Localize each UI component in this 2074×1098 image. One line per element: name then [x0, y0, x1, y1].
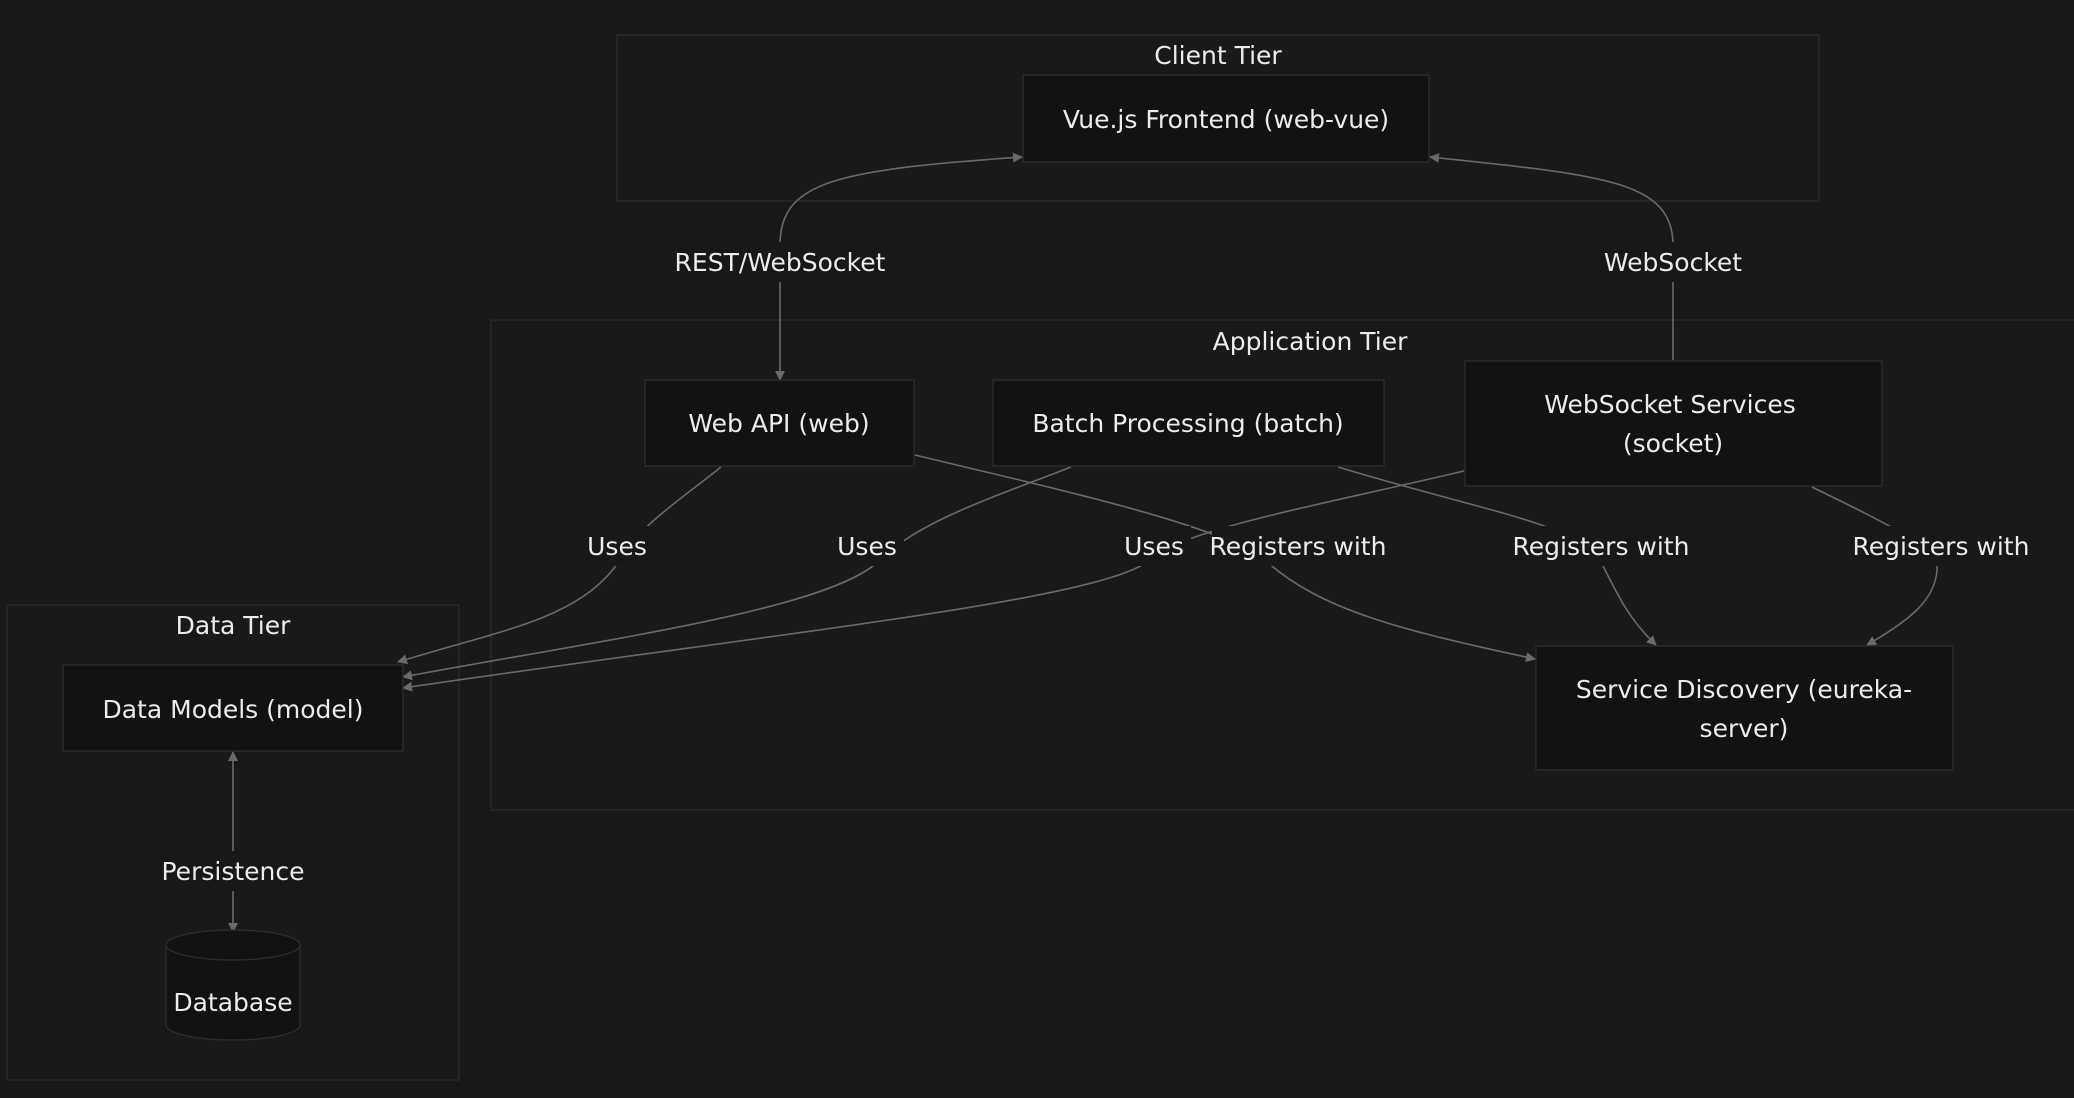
edge-label-socket-uses: Uses	[1117, 526, 1191, 566]
node-service-discovery[interactable]: Service Discovery (eureka- server)	[1535, 645, 1954, 771]
edge-web-to-vue	[775, 152, 1023, 381]
edge-label-rest-websocket: REST/WebSocket	[672, 242, 888, 282]
svg-text:Uses: Uses	[587, 532, 647, 561]
database-cylinder-rim	[165, 944, 301, 961]
cluster-client-tier-title: Client Tier	[1154, 41, 1282, 70]
edge-label-batch-uses: Uses	[830, 526, 904, 566]
edge-label-socket-registers: Registers with	[1853, 526, 2030, 566]
node-batch-processing-label: Batch Processing (batch)	[1032, 409, 1343, 438]
edge-label-web-registers: Registers with	[1210, 526, 1387, 566]
svg-text:Registers with: Registers with	[1853, 532, 2030, 561]
node-web-api[interactable]: Web API (web)	[644, 379, 915, 467]
node-vue-frontend-label: Vue.js Frontend (web-vue)	[1063, 105, 1389, 134]
edge-labels: REST/WebSocket WebSocket Uses Uses Uses …	[160, 242, 2029, 891]
node-database-label: Database	[173, 988, 292, 1017]
edge-label-persistence: Persistence	[160, 851, 306, 891]
svg-text:Uses: Uses	[1124, 532, 1184, 561]
edge-label-web-uses: Uses	[580, 526, 654, 566]
node-service-discovery-label-line2: server)	[1700, 714, 1789, 743]
node-vue-frontend[interactable]: Vue.js Frontend (web-vue)	[1022, 74, 1430, 163]
node-websocket-services-label-line1: WebSocket Services	[1544, 390, 1796, 419]
cluster-application-tier-title: Application Tier	[1213, 327, 1408, 356]
svg-text:Persistence: Persistence	[162, 857, 305, 886]
edge-label-websocket: WebSocket	[1598, 242, 1748, 282]
edge-socket-registers	[1811, 486, 1938, 646]
node-batch-processing[interactable]: Batch Processing (batch)	[992, 379, 1385, 467]
node-data-models[interactable]: Data Models (model)	[62, 664, 404, 752]
edge-socket-to-vue	[1429, 152, 1674, 360]
node-database[interactable]: Database	[165, 929, 301, 1041]
edge-batch-uses-model	[402, 466, 1072, 681]
node-data-models-label: Data Models (model)	[102, 695, 363, 724]
edge-label-batch-registers: Registers with	[1513, 526, 1690, 566]
svg-text:REST/WebSocket: REST/WebSocket	[675, 248, 886, 277]
svg-text:Registers with: Registers with	[1210, 532, 1387, 561]
node-web-api-label: Web API (web)	[688, 409, 869, 438]
edge-socket-uses-model	[402, 470, 1465, 692]
node-websocket-services-label-line2: (socket)	[1623, 429, 1723, 458]
edge-web-uses-model	[397, 466, 722, 665]
edges	[228, 152, 1938, 933]
svg-text:Registers with: Registers with	[1513, 532, 1690, 561]
cluster-data-tier-title: Data Tier	[176, 611, 291, 640]
svg-text:WebSocket: WebSocket	[1604, 248, 1742, 277]
node-websocket-services[interactable]: WebSocket Services (socket)	[1464, 360, 1883, 487]
node-service-discovery-label-line1: Service Discovery (eureka-	[1576, 675, 1912, 704]
svg-text:Uses: Uses	[837, 532, 897, 561]
